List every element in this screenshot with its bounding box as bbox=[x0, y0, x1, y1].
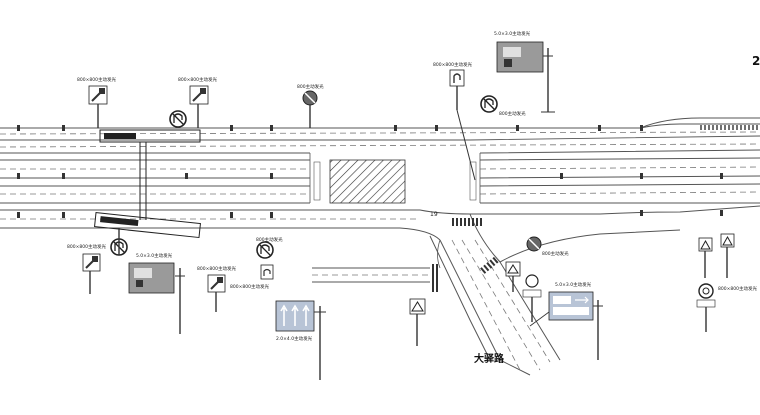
main-road bbox=[0, 117, 760, 241]
roundabout-sign-b: 800×800主动发光 bbox=[696, 283, 757, 332]
sign-800-800-d: 800×800主动发光 bbox=[67, 243, 106, 294]
frontage-road bbox=[312, 239, 441, 283]
sign-800-800-c: 800×800主动发光 bbox=[433, 61, 476, 181]
corner-mark: 2 bbox=[752, 54, 760, 68]
warning-sign-b bbox=[505, 261, 521, 292]
gantry-left bbox=[94, 129, 201, 239]
lane-guidance-sign: 2.0×4.0主动发光 bbox=[275, 300, 326, 380]
lamp-markers bbox=[17, 125, 723, 218]
sign-label: 800×800主动发光 bbox=[230, 283, 269, 290]
no-uturn-sign-a bbox=[169, 110, 187, 128]
sign-label: 800×800主动发光 bbox=[197, 265, 236, 272]
sign-800-round-b: 800主动发光 bbox=[526, 236, 569, 257]
sign-label: 2.0×4.0主动发光 bbox=[276, 335, 313, 342]
sign-label: 800×800主动发光 bbox=[67, 243, 106, 250]
sign-label: 5.0×3.0主动发光 bbox=[494, 30, 531, 37]
sign-800-round-a: 800主动发光 bbox=[297, 83, 324, 128]
sign-800-800-b: 800×800主动发光 bbox=[178, 76, 217, 128]
sign-label: 800×800主动发光 bbox=[77, 76, 116, 83]
sign-label: 800主动发光 bbox=[256, 236, 283, 243]
sign-800-800-f: 800×800主动发光 bbox=[230, 264, 274, 290]
sign-label: 800主动发光 bbox=[542, 250, 569, 257]
sign-label: 5.0×3.0主动发光 bbox=[136, 252, 173, 259]
big-sign-top-right: 5.0×3.0主动发光 bbox=[494, 30, 555, 113]
sign-800-800-a: 800×800主动发光 bbox=[77, 76, 116, 128]
warning-sign-a bbox=[409, 298, 426, 346]
side-road: 大驿路 bbox=[429, 213, 681, 376]
sign-label: 5.0×3.0主动发光 bbox=[555, 281, 592, 288]
sign-label: 800主动发光 bbox=[499, 110, 526, 117]
no-uturn-sign-d: 800主动发光 bbox=[256, 236, 283, 259]
sign-label: 800×800主动发光 bbox=[433, 61, 472, 68]
big-sign-bottom-left: 5.0×3.0主动发光 bbox=[128, 252, 185, 334]
sign-800-800-e: 800×800主动发光 bbox=[197, 265, 236, 312]
no-uturn-sign-b: 800主动发光 bbox=[480, 95, 526, 117]
sign-label: 800×800主动发光 bbox=[718, 285, 757, 292]
intersection: 19 bbox=[309, 153, 481, 218]
hatched-area bbox=[329, 159, 406, 204]
road-name-label: 大驿路 bbox=[474, 352, 505, 365]
roundabout-sign-a bbox=[522, 274, 542, 322]
sign-label: 800×800主动发光 bbox=[178, 76, 217, 83]
center-marker-text: 19 bbox=[430, 211, 438, 218]
sign-label: 800主动发光 bbox=[297, 83, 324, 90]
big-sign-bottom-right: 5.0×3.0主动发光 bbox=[529, 281, 603, 360]
warning-sign-c bbox=[698, 237, 713, 278]
warning-sign-d bbox=[720, 233, 735, 278]
no-uturn-sign-c bbox=[110, 228, 128, 256]
